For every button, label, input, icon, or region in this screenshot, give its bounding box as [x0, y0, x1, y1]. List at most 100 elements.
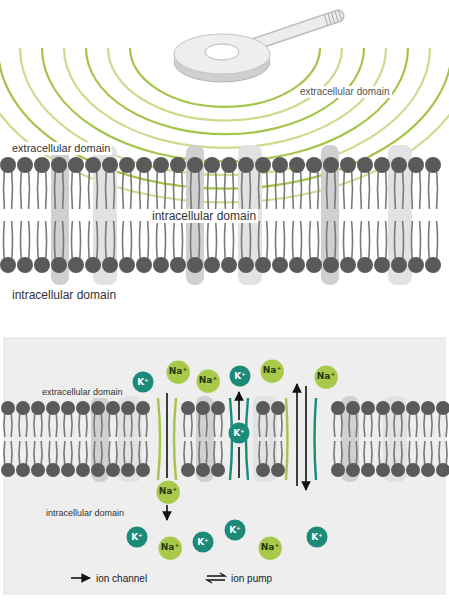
legend-entry: ion pump [205, 572, 272, 584]
lipid-tail [428, 221, 430, 260]
lipid-head [340, 157, 356, 173]
lipid-tail [105, 221, 108, 260]
lipid-tail [156, 221, 158, 260]
lipid-tail [394, 170, 396, 209]
lipid-tail [370, 441, 372, 466]
lipid-head [376, 463, 390, 477]
lipid-tail [205, 412, 207, 437]
ion-symbol: K⁺ [197, 538, 209, 547]
ion-circle: K⁺ [224, 519, 246, 541]
lipid-tail [108, 412, 111, 437]
lipid-tail [280, 441, 282, 466]
ion-circle-fill [196, 369, 219, 392]
lipid-head [51, 157, 67, 173]
ion-circle-fill [193, 532, 214, 553]
legend-text: ion channel [96, 573, 147, 584]
lipid-tail [85, 412, 88, 437]
lipid-head [153, 257, 169, 273]
ion-circle: Na⁺ [258, 536, 282, 560]
ion-circle: Na⁺ [158, 536, 182, 560]
ion-circle: Na⁺ [166, 360, 190, 384]
lipid-head [340, 257, 356, 273]
lipid-tail [258, 221, 260, 260]
lipid-head [211, 463, 225, 477]
membrane-protein [321, 145, 339, 285]
lipid-tail [343, 221, 345, 260]
lipid-tail [147, 170, 149, 209]
lipid-tail [122, 221, 125, 260]
flow-arrow [305, 386, 307, 490]
lipid-tail [385, 441, 387, 466]
lipid-tail [273, 441, 275, 466]
lipid-tail [370, 412, 372, 437]
handle-thread [328, 14, 331, 24]
lipid-head [1, 401, 15, 415]
lipid-tail [249, 221, 251, 260]
ion-circle-fill [156, 480, 179, 503]
lipid-tail [241, 170, 243, 209]
lipid-tail [363, 441, 365, 466]
lipid-tail [385, 170, 387, 209]
lipid-tail [96, 221, 99, 260]
ion-circle-fill [127, 527, 148, 548]
legend-arrow [207, 573, 225, 576]
lipid-tail [33, 441, 36, 466]
lipid-head [121, 463, 135, 477]
lipid-head [204, 157, 220, 173]
lipid-tail [37, 170, 40, 209]
lipid-head [272, 257, 288, 273]
lipid-head [346, 401, 360, 415]
lipid-head [406, 401, 420, 415]
lipid-head [289, 157, 305, 173]
panel-background [4, 338, 445, 594]
lipid-head [102, 157, 118, 173]
lipid-tail [280, 412, 282, 437]
lipid-head [196, 463, 210, 477]
lipid-tail [400, 412, 402, 437]
lipid-tail [71, 170, 74, 209]
cell-membrane [0, 145, 441, 285]
lipid-tail [62, 170, 65, 209]
region-label: intracellular domain [150, 209, 258, 223]
lipid-tail [3, 441, 6, 466]
lipid-head [51, 257, 67, 273]
lipid-tail [326, 170, 328, 209]
lipid-head [406, 463, 420, 477]
lipid-tail [123, 412, 126, 437]
flow-arrow [238, 392, 240, 420]
lipid-tail [292, 170, 294, 209]
lipid-tail [96, 170, 99, 209]
lipid-tail [265, 412, 267, 437]
coil-face [174, 34, 270, 74]
lipid-tail [393, 412, 395, 437]
lipid-tail [258, 441, 260, 466]
lipid-tail [25, 441, 27, 466]
lipid-head [436, 463, 449, 477]
lipid-tail [3, 170, 6, 209]
lipid-head [153, 157, 169, 173]
lipid-head [61, 463, 75, 477]
lipid-tail [181, 221, 183, 260]
flow-arrow [166, 505, 168, 520]
lipid-tail [411, 170, 413, 209]
lipid-head [272, 157, 288, 173]
lipid-tail [273, 412, 275, 437]
ion-circle-fill [166, 360, 189, 383]
lipid-tail [113, 170, 116, 209]
ion-symbol: K⁺ [229, 526, 241, 535]
lipid-tail [377, 221, 379, 260]
lipid-head [361, 463, 375, 477]
ion-symbol: Na⁺ [263, 366, 281, 375]
lipid-tail [283, 221, 285, 260]
flow-arrow [238, 447, 240, 478]
lipid-tail [11, 170, 13, 209]
lipid-tail [207, 221, 209, 260]
legend-arrow [207, 580, 225, 583]
lipid-tail [10, 412, 12, 437]
lipid-tail [79, 170, 82, 209]
ion-circle-fill [314, 365, 337, 388]
lipid-tail [113, 221, 116, 260]
legend-text: ion pump [231, 573, 272, 584]
lipid-head [1, 463, 15, 477]
lipid-tail [317, 170, 319, 209]
